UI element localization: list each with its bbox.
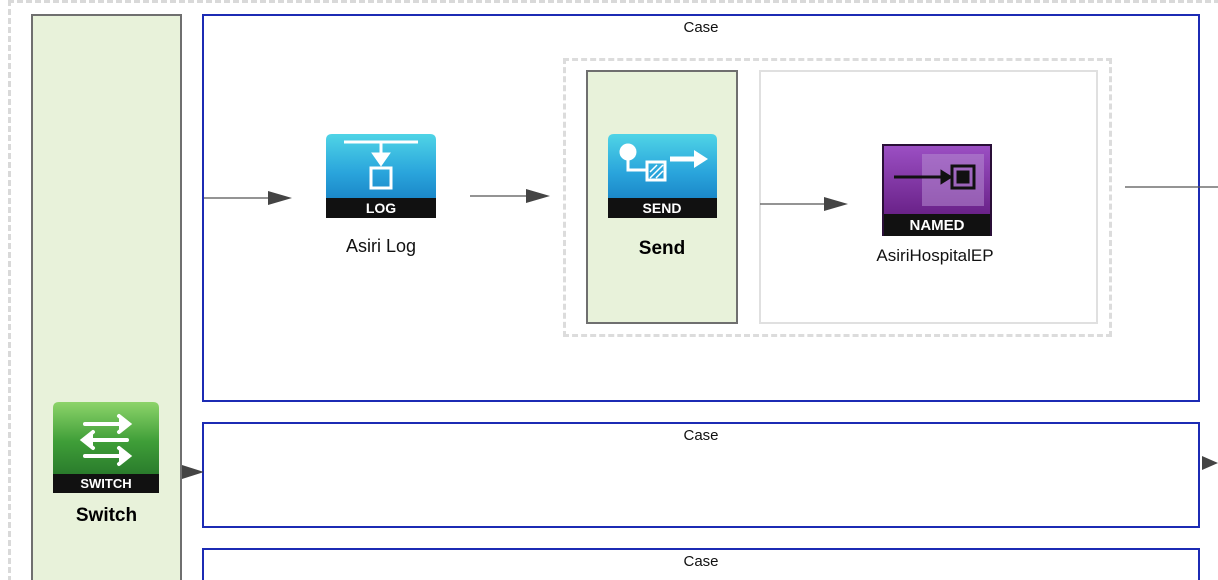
case-box-3[interactable]: Case: [202, 548, 1200, 580]
log-label: Asiri Log: [345, 236, 417, 256]
case-label: Case: [683, 553, 719, 570]
case-label: Case: [683, 19, 719, 36]
arrow-log-to-send: [470, 189, 550, 203]
send-label: Send: [638, 238, 686, 259]
arrow-case-to-log: [204, 191, 292, 205]
send-group-container: [563, 58, 1112, 337]
arrow-send-to-endpoint: [760, 197, 848, 211]
log-icon-caption: LOG: [366, 200, 396, 216]
send-icon-caption: SEND: [643, 200, 682, 216]
send-icon[interactable]: SEND: [608, 134, 717, 218]
log-icon[interactable]: LOG: [326, 134, 436, 218]
endpoint-label: AsiriHospitalEP: [876, 246, 994, 265]
case-box-2[interactable]: Case: [202, 422, 1200, 528]
switch-icon-caption: SWITCH: [80, 476, 131, 491]
named-endpoint-icon-caption: NAMED: [910, 217, 965, 234]
endpoint-panel: [759, 70, 1098, 324]
case-label: Case: [683, 427, 719, 444]
switch-label: Switch: [75, 505, 138, 526]
named-endpoint-icon[interactable]: NAMED: [882, 144, 992, 236]
arrow-cases-out: [1202, 456, 1218, 470]
sequence-container: [8, 0, 1218, 580]
arrow-switch-to-cases: [182, 465, 204, 479]
switch-icon[interactable]: SWITCH: [53, 402, 159, 493]
